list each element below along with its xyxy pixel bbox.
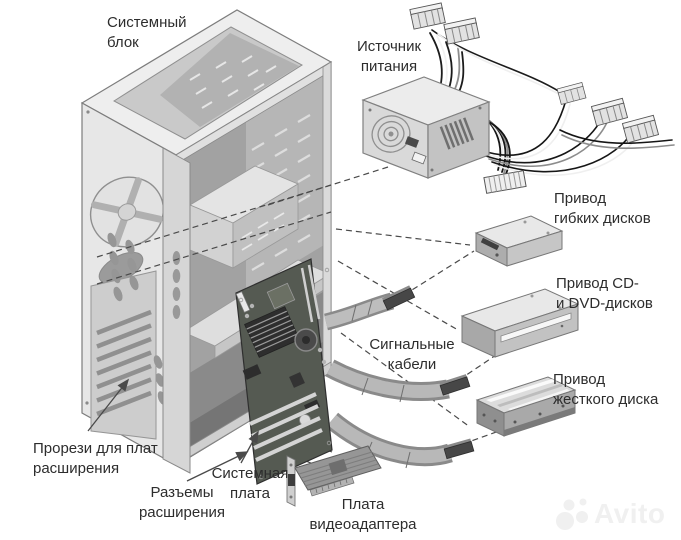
atx-connector — [483, 170, 527, 194]
case-fan-cutout — [89, 176, 165, 248]
dashed-guides — [96, 166, 500, 467]
psu-fan-grille — [371, 115, 411, 153]
label-hard-drive: Привод жесткого диска — [553, 371, 659, 408]
expansion-slot-cutouts — [96, 309, 152, 417]
label-power-supply: Источник питания — [356, 38, 422, 75]
drive-cage — [189, 165, 299, 269]
cd-dvd-drive-drawing — [460, 288, 580, 358]
label-floppy-drive: Привод гибких дисков — [554, 190, 651, 227]
label-signal-cables: Сигнальные кабели — [369, 336, 455, 373]
cpu-heatsink — [244, 306, 300, 358]
label-motherboard: Системная плата — [211, 465, 289, 502]
molex-connectors — [409, 2, 660, 194]
label-expansion-slots: Прорези для плат расширения — [33, 440, 158, 477]
power-cables-drawing — [429, 29, 675, 177]
hard-drive-drawing — [475, 376, 577, 437]
label-video-adapter: Плата видеоадаптера — [309, 496, 417, 533]
avito-watermark-text: Avito — [594, 498, 666, 529]
label-cd-dvd-drive: Привод CD- и DVD-дисков — [556, 275, 653, 312]
label-system-unit: Системный блок — [107, 14, 187, 51]
power-supply-drawing — [361, 2, 675, 194]
floppy-drive-drawing — [474, 215, 564, 267]
leader-arrows — [87, 378, 259, 482]
avito-watermark: Avito — [552, 490, 680, 538]
video-card-drawing — [286, 445, 382, 507]
expansion-connector-slots — [249, 392, 323, 462]
motherboard-drawing — [235, 258, 333, 485]
ribbon-cables-drawing — [323, 285, 475, 469]
avito-logo-icon — [556, 498, 588, 530]
label-expansion-connectors: Разъемы расширения — [138, 484, 226, 521]
